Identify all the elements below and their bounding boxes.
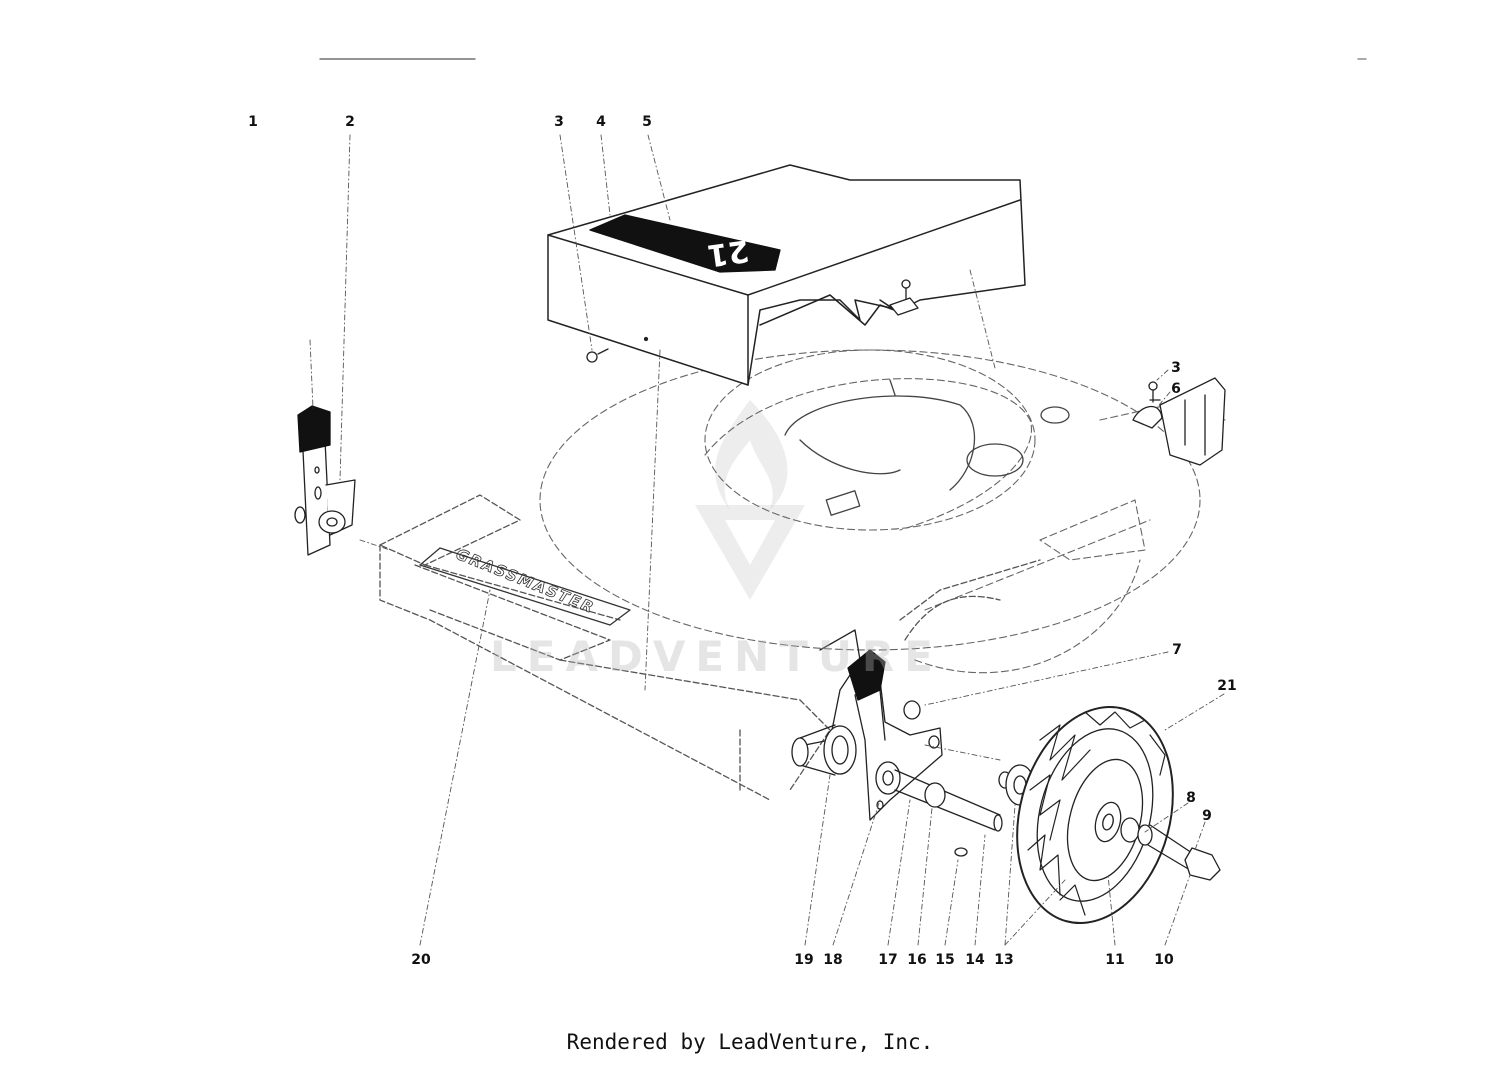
watermark-text: LEADVENTURE bbox=[490, 632, 943, 681]
tire-tread bbox=[1027, 711, 1166, 916]
callout-3-rear: 3 bbox=[1171, 360, 1181, 376]
adjuster-knob-left bbox=[297, 405, 331, 453]
callout-10: 10 bbox=[1154, 952, 1174, 968]
adjuster-knob-front bbox=[847, 649, 886, 701]
callout-20: 20 bbox=[411, 952, 431, 968]
callout-1: 1 bbox=[248, 114, 258, 130]
callout-9: 9 bbox=[1202, 808, 1212, 824]
callout-5: 5 bbox=[642, 114, 652, 130]
callout-21: 21 bbox=[1217, 678, 1237, 694]
callout-2: 2 bbox=[345, 114, 355, 130]
callout-13: 13 bbox=[994, 952, 1014, 968]
callout-6: 6 bbox=[1171, 381, 1181, 397]
cover-decal bbox=[589, 214, 781, 273]
cover-screw-left bbox=[586, 336, 649, 363]
callout-15: 15 bbox=[935, 952, 955, 968]
height-adjuster-rear bbox=[1132, 377, 1226, 466]
wheel bbox=[1016, 705, 1174, 925]
callout-11: 11 bbox=[1105, 952, 1125, 968]
deck-center-ring bbox=[784, 379, 1070, 516]
callout-18: 18 bbox=[823, 952, 843, 968]
cover-screw-right bbox=[889, 279, 919, 316]
mower-deck bbox=[539, 349, 1226, 674]
wheel-bolt bbox=[1120, 817, 1221, 881]
grassmaster-bar bbox=[419, 547, 631, 626]
callout-19: 19 bbox=[794, 952, 814, 968]
cover-decal-number: 21 bbox=[705, 232, 751, 272]
callout-3-top: 3 bbox=[554, 114, 564, 130]
footer-credit: Rendered by LeadVenture, Inc. bbox=[566, 1030, 934, 1054]
callout-7: 7 bbox=[1172, 642, 1182, 658]
callout-16: 16 bbox=[907, 952, 927, 968]
callout-4: 4 bbox=[596, 114, 606, 130]
deck-brand-label: GRASSMASTER bbox=[454, 545, 598, 617]
callout-14: 14 bbox=[965, 952, 985, 968]
callout-17: 17 bbox=[878, 952, 898, 968]
callout-8: 8 bbox=[1186, 790, 1196, 806]
engine-cover bbox=[547, 164, 1026, 386]
front-frame bbox=[379, 494, 1041, 801]
leader-lines bbox=[309, 134, 1225, 946]
